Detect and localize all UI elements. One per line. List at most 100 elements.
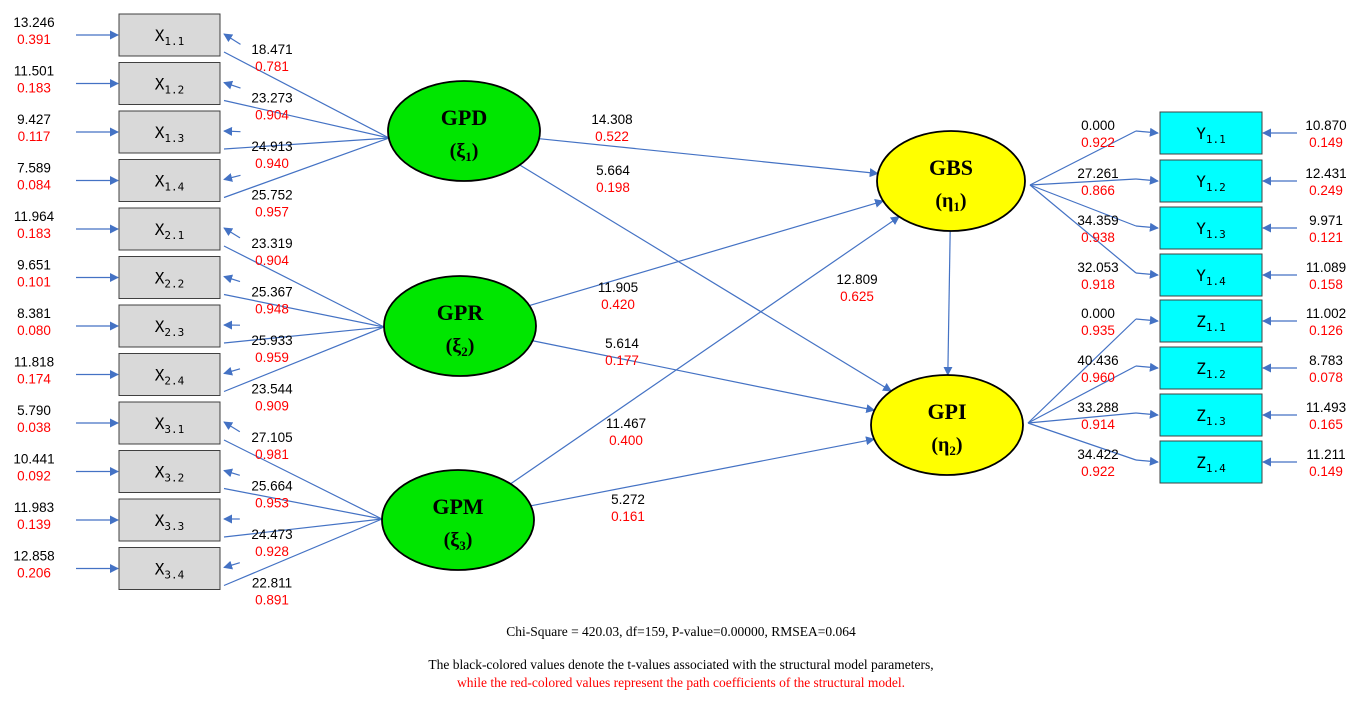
loading-arrowhead-z11 [1135,315,1159,325]
loading-arrowhead-y12 [1135,175,1159,185]
path-gpm-gbs-coefficient: 0.400 [609,433,643,448]
loading-x13-t-value: 24.913 [251,139,292,154]
path-gpm-gpi-coefficient: 0.161 [611,509,645,524]
loading-x12-t-value: 23.273 [251,91,292,106]
latent-symbol-gbs: (η1) [935,190,966,214]
indicator-box-z13 [1159,393,1263,437]
loading-z11-coefficient: 0.935 [1081,323,1115,338]
loading-arrow-x24 [223,326,385,393]
latent-name-gpi: GPI [927,399,966,424]
latent-symbol-gpi: (η2) [931,434,962,458]
error-x12-coefficient: 0.183 [17,81,51,96]
loading-arrowhead-z12 [1135,362,1159,372]
loading-x22-coefficient: 0.948 [255,302,289,317]
legend-note-red: while the red-colored values represent t… [456,675,906,690]
loading-arrowhead-y13 [1135,222,1159,232]
loading-z12-coefficient: 0.960 [1081,370,1115,385]
error-z13-coefficient: 0.165 [1309,417,1343,432]
labels-layer: X1.113.2460.39118.4710.781X1.211.5010.18… [13,15,1346,608]
path-gbs-gpi-t-value: 12.809 [836,272,877,287]
loading-x31-coefficient: 0.981 [255,447,289,462]
path-gbs-gpi-coefficient: 0.625 [840,289,874,304]
path-gpd-gbs-t-value: 14.308 [591,112,632,127]
latent-name-gpm: GPM [432,494,484,519]
path-gpd-gbs-coefficient: 0.522 [595,129,629,144]
loading-arrowhead-y11 [1135,127,1159,137]
error-x34-t-value: 12.858 [13,549,54,564]
error-x14-t-value: 7.589 [17,161,51,176]
loading-x14-t-value: 25.752 [251,188,292,203]
latent-gpd [387,80,541,182]
error-z11-coefficient: 0.126 [1309,323,1343,338]
path-gpr-gpi-coefficient: 0.177 [605,353,639,368]
loading-x13-coefficient: 0.940 [255,156,289,171]
indicator-label-x33: X3.3 [155,511,185,533]
loading-arrow-z12 [1027,365,1137,424]
indicator-box-x13 [118,110,221,154]
loading-arrowhead-x22 [223,274,241,284]
error-x33-t-value: 11.983 [14,500,54,515]
loading-arrowhead-x14 [223,173,241,182]
indicator-label-x12: X1.2 [155,75,185,97]
error-y13-coefficient: 0.121 [1309,230,1343,245]
indicator-label-z11: Z1.1 [1196,312,1226,334]
loading-z11-t-value: 0.000 [1081,306,1115,321]
indicator-label-x13: X1.3 [155,123,185,145]
error-x21-coefficient: 0.183 [17,226,51,241]
indicator-label-x23: X2.3 [155,317,185,339]
loading-arrow-x34 [223,518,383,587]
error-x31-t-value: 5.790 [17,403,51,418]
latent-gpr [383,275,537,377]
loading-y11-coefficient: 0.922 [1081,135,1115,150]
indicator-label-x21: X2.1 [155,220,185,242]
error-x32-t-value: 10.441 [13,452,54,467]
loading-arrow-z11 [1027,318,1137,424]
loading-y14-coefficient: 0.918 [1081,277,1115,292]
shapes-layer [118,13,1263,590]
indicator-label-x24: X2.4 [155,366,185,388]
loading-z13-t-value: 33.288 [1077,400,1118,415]
error-x34-coefficient: 0.206 [17,566,51,581]
loading-arrow-x14 [223,137,390,199]
error-x12-t-value: 11.501 [14,64,54,79]
path-gpr-gbs-coefficient: 0.420 [601,297,635,312]
loading-arrow-x11 [223,51,390,139]
latent-name-gpr: GPR [437,300,485,325]
path-arrow-gpr-gbs [529,199,885,307]
loading-x32-coefficient: 0.953 [255,496,289,511]
error-y13-t-value: 9.971 [1309,213,1343,228]
loading-arrow-x21 [223,245,385,328]
loading-arrow-x33 [223,518,383,538]
loading-arrowhead-z14 [1135,456,1159,466]
loading-x34-t-value: 22.811 [252,576,292,591]
indicator-label-z14: Z1.4 [1196,453,1226,475]
indicator-box-x33 [118,498,221,542]
indicator-box-x22 [118,256,221,299]
error-x22-t-value: 9.651 [17,258,51,273]
loading-y12-coefficient: 0.866 [1081,183,1115,198]
loading-y14-t-value: 32.053 [1077,260,1118,275]
indicator-box-x14 [118,159,221,202]
loading-arrow-x23 [223,326,385,344]
loading-arrowhead-z13 [1135,409,1159,419]
path-arrow-gpd-gbs [539,138,879,178]
error-x11-t-value: 13.246 [13,15,54,30]
path-arrow-gpd-gpi [519,164,892,392]
error-x14-coefficient: 0.084 [17,178,51,193]
loading-arrow-y12 [1029,178,1137,186]
latent-gpm [381,469,535,571]
loading-arrowhead-x31 [223,421,241,433]
loading-y13-t-value: 34.359 [1077,213,1118,228]
indicator-box-x24 [118,353,221,396]
loading-arrow-x32 [223,487,383,520]
indicator-box-x31 [118,401,221,445]
loading-arrowhead-y14 [1135,269,1159,279]
error-z11-t-value: 11.002 [1306,306,1346,321]
error-x13-coefficient: 0.117 [18,129,51,144]
indicator-box-y12 [1159,159,1263,203]
error-x24-coefficient: 0.174 [17,372,51,387]
loading-arrow-z13 [1027,412,1137,424]
loading-arrowhead-x12 [223,80,241,90]
indicator-box-x23 [118,304,221,348]
loading-x33-coefficient: 0.928 [255,544,289,559]
